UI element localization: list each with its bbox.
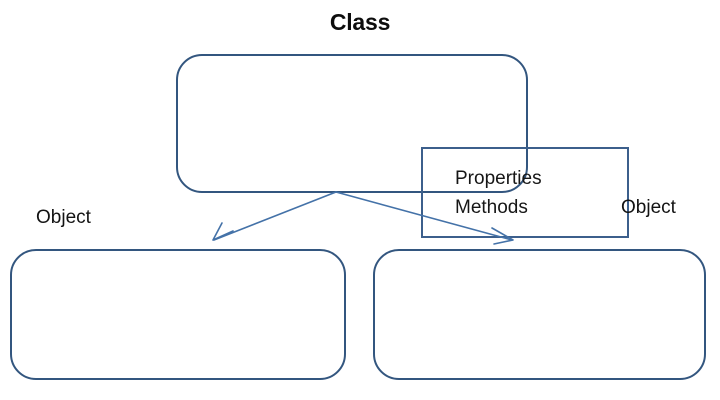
object-box-left[interactable]: Properties Methods [10, 249, 346, 380]
object-label-left: Object [36, 207, 91, 228]
object-label-right: Object [621, 197, 676, 218]
class-box[interactable]: Properties Methods [176, 54, 629, 238]
connector-class-to-object-left [212, 191, 337, 241]
class-member-box[interactable]: Properties Methods [421, 147, 629, 238]
class-methods-label: Methods [455, 196, 528, 218]
diagram-title: Class [329, 9, 391, 35]
object-box-right[interactable]: Properties Methods [373, 249, 706, 380]
class-member-list: Properties Methods [455, 164, 542, 222]
class-properties-label: Properties [455, 167, 542, 189]
